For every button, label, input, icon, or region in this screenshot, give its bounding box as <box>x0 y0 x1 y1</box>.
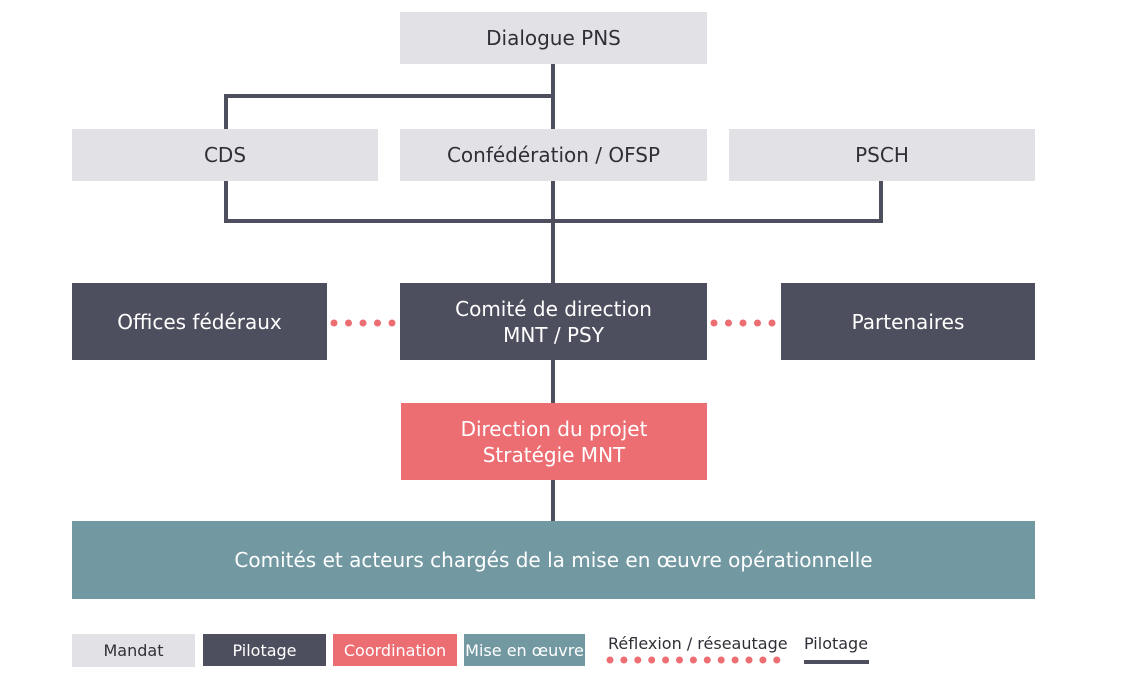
legend-dot <box>717 656 725 664</box>
node-partenaires: Partenaires <box>781 283 1035 360</box>
dotted-link-offices <box>330 319 338 327</box>
legend-coordination: Coordination <box>333 634 457 666</box>
upper-bracket <box>224 94 553 129</box>
legend-mandat: Mandat <box>72 634 195 667</box>
legend-dot <box>634 656 642 664</box>
lower-bracket <box>224 181 883 223</box>
node-psch: PSCH <box>729 129 1035 181</box>
node-comite-direction: Comité de direction MNT / PSY <box>400 283 707 360</box>
dotted-link-partenaires <box>710 319 718 327</box>
legend-pilotage-line-label: Pilotage <box>804 634 869 653</box>
node-direction-projet: Direction du projet Stratégie MNT <box>401 403 707 480</box>
dotted-link-partenaires <box>768 319 776 327</box>
legend-pilotage-line <box>804 660 869 664</box>
legend-dot <box>745 656 753 664</box>
legend-dot <box>703 656 711 664</box>
legend-dot <box>676 656 683 664</box>
legend-dot <box>731 656 739 664</box>
comite-line1: Comité de direction <box>455 296 652 321</box>
direction-line2: Stratégie MNT <box>482 442 626 467</box>
dotted-link-partenaires <box>725 319 732 327</box>
legend-dot <box>662 656 670 664</box>
node-offices-federaux: Offices fédéraux <box>72 283 327 360</box>
legend-dot <box>648 656 656 664</box>
direction-line1: Direction du projet <box>460 416 648 441</box>
legend-dot <box>689 656 697 664</box>
legend-dot <box>620 656 628 664</box>
legend-pilotage: Pilotage <box>203 634 326 666</box>
legend-dot <box>759 656 767 664</box>
comite-line2: MNT / PSY <box>503 322 604 347</box>
legend-reflexion-dots <box>606 656 781 664</box>
legend-dot <box>606 656 614 664</box>
dotted-link-offices <box>374 319 381 327</box>
node-dialogue-pns: Dialogue PNS <box>400 12 707 64</box>
dotted-link-offices <box>359 319 367 327</box>
node-cds: CDS <box>72 129 378 181</box>
dotted-link-offices <box>345 319 352 327</box>
dotted-link-partenaires <box>739 319 747 327</box>
legend-mise-en-oeuvre: Mise en œuvre <box>464 634 585 666</box>
node-confederation: Confédération / OFSP <box>400 129 707 181</box>
dotted-link-offices <box>388 319 396 327</box>
node-comites-acteurs: Comités et acteurs chargés de la mise en… <box>72 521 1035 599</box>
legend-dot <box>773 656 781 664</box>
dotted-link-partenaires <box>754 319 761 327</box>
legend-reflexion-label: Réflexion / réseautage <box>608 634 788 653</box>
